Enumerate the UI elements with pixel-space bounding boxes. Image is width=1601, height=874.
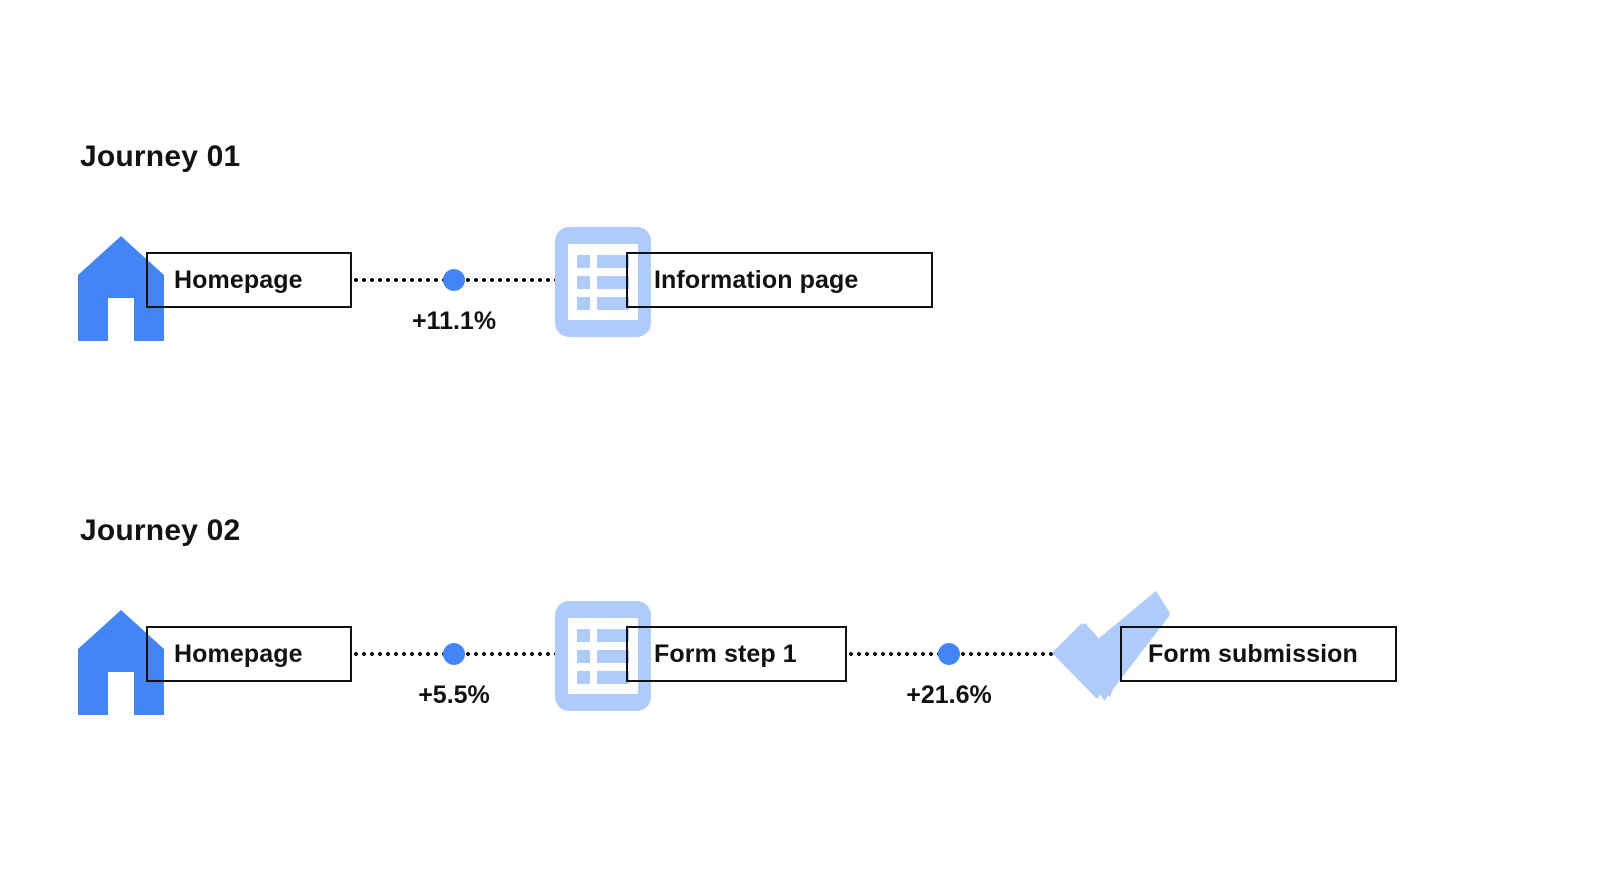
- node-form-step-1[interactable]: Form step 1: [626, 626, 847, 682]
- node-label: Information page: [654, 265, 859, 294]
- transition-percentage: +21.6%: [906, 681, 992, 709]
- connector-dot[interactable]: [938, 643, 960, 665]
- home-icon: [78, 610, 164, 715]
- home-icon: [78, 236, 164, 341]
- connector-dotted-line: [847, 652, 1125, 656]
- checkmark-icon: [1052, 591, 1170, 713]
- transition-percentage: +11.1%: [411, 307, 497, 335]
- node-homepage[interactable]: Homepage: [146, 626, 352, 682]
- node-homepage[interactable]: Homepage: [146, 252, 352, 308]
- journey-01-heading: Journey 01: [80, 140, 241, 173]
- node-label: Form step 1: [654, 639, 797, 668]
- node-label: Form submission: [1148, 639, 1358, 668]
- transition-percentage: +5.5%: [418, 681, 490, 709]
- journey-01-flow: Homepage +11.1% Information page: [0, 215, 1601, 345]
- node-label: Homepage: [174, 265, 303, 294]
- journey-02-flow: Homepage +5.5% Form step 1 +21.: [0, 589, 1601, 719]
- node-information-page[interactable]: Information page: [626, 252, 933, 308]
- journey-02-heading: Journey 02: [80, 514, 241, 547]
- node-form-submission[interactable]: Form submission: [1120, 626, 1397, 682]
- connector-dot[interactable]: [443, 269, 465, 291]
- node-label: Homepage: [174, 639, 303, 668]
- connector-dot[interactable]: [443, 643, 465, 665]
